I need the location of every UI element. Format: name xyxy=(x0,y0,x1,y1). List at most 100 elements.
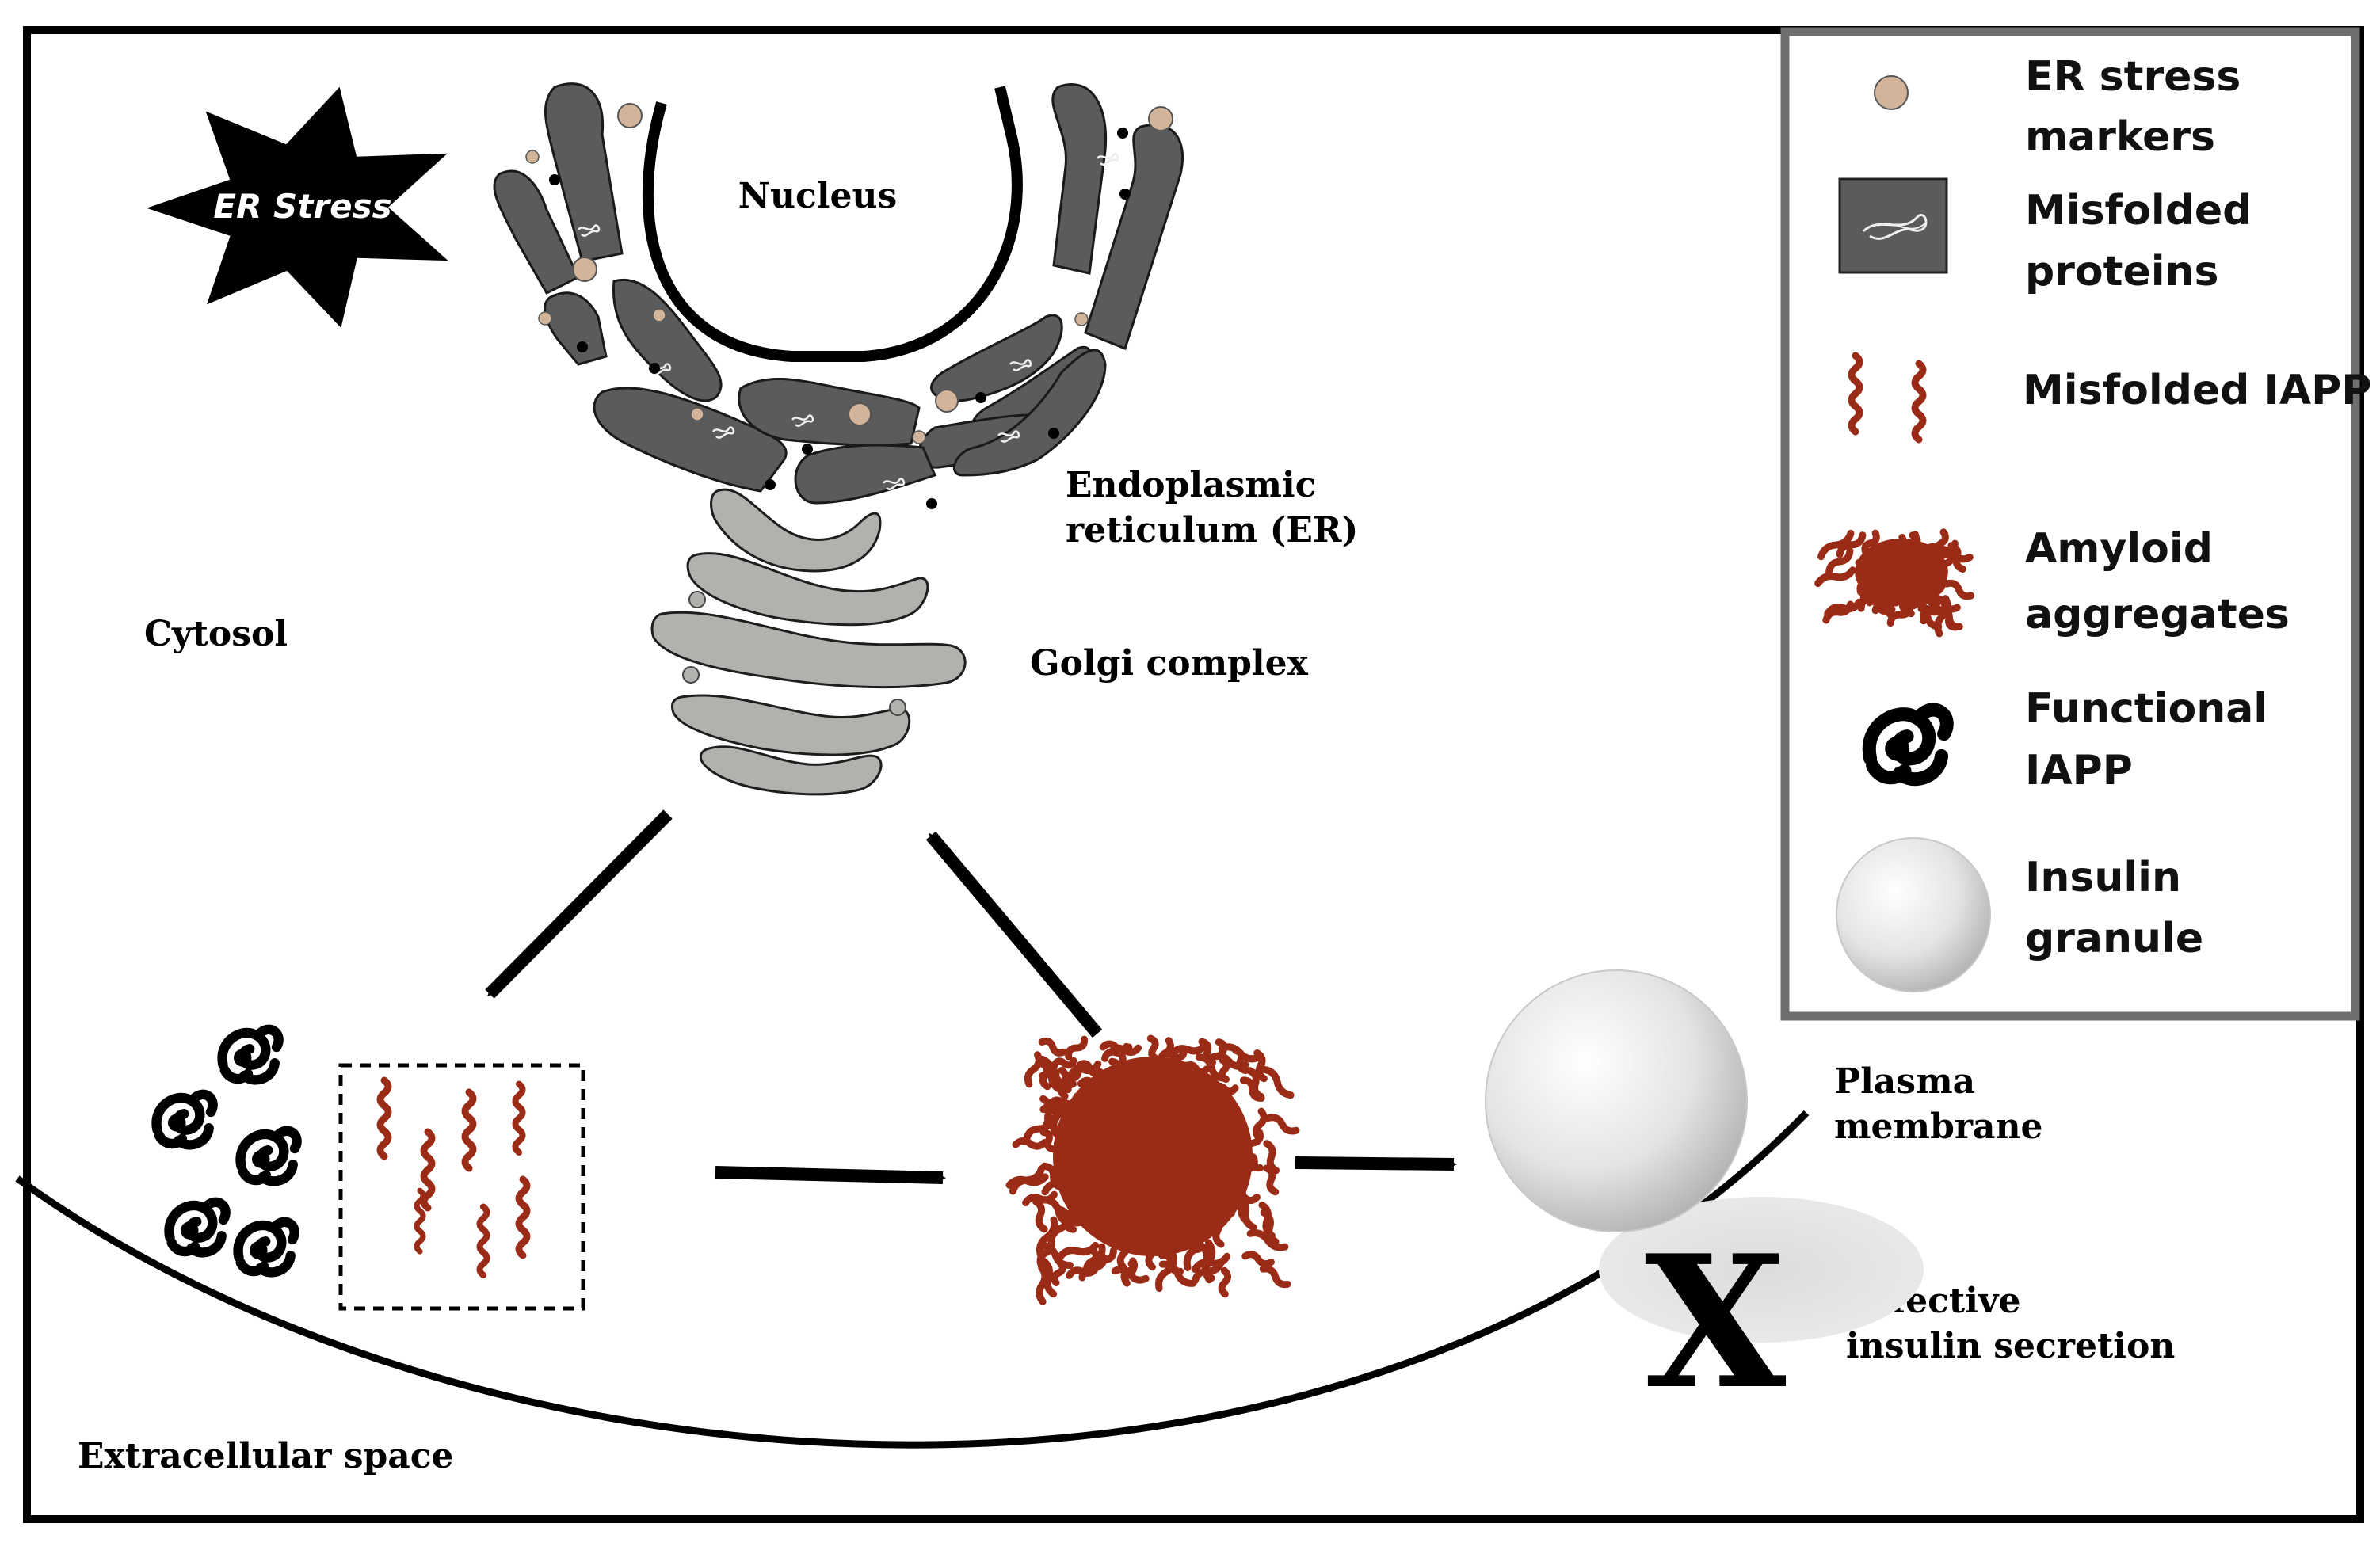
amyloid-fiber-main-fiber-75 xyxy=(1148,1073,1164,1111)
legend-label-functional-2: IAPP xyxy=(2025,747,2133,794)
amyloid-fiber-main-fiber-20 xyxy=(1158,1132,1198,1151)
amyloid-fiber-main-fiber-160 xyxy=(1155,1251,1177,1293)
er-label-line2: reticulum (ER) xyxy=(1066,510,1358,550)
defective-label-line2: insulin secretion xyxy=(1846,1326,2175,1366)
misfolded-iapp-strand-5 xyxy=(417,1190,423,1251)
er-stress-marker-small-1 xyxy=(525,150,540,164)
er-label-line1: Endoplasmic xyxy=(1066,465,1316,505)
amyloid-fiber-main-fiber-79 xyxy=(1246,1229,1289,1251)
black-dot-4 xyxy=(802,444,813,455)
amyloid-fiber-main-fiber-118 xyxy=(1123,1205,1165,1221)
amyloid-fiber-main-fiber-53 xyxy=(1032,1198,1048,1233)
amyloid-fiber-main-fiber-58 xyxy=(1041,1171,1081,1196)
er-stress-marker-small-2 xyxy=(538,311,552,326)
amyloid-fiber-main-fiber-71 xyxy=(1077,1076,1110,1091)
black-dot-9 xyxy=(975,392,986,403)
amyloid-fiber-main-fiber-134 xyxy=(1106,1141,1123,1168)
amyloid-fiber-main-fiber-8 xyxy=(1199,1175,1228,1192)
amyloid-fiber-main-fiber-52 xyxy=(1114,1143,1146,1180)
black-dot-7 xyxy=(1117,128,1128,139)
amyloid-fiber-main-fiber-40 xyxy=(1169,1219,1184,1245)
amyloid-fiber-main-fiber-141 xyxy=(1005,1173,1049,1189)
golgi-cisterna-3 xyxy=(650,611,967,689)
amyloid-fiber-main-fiber-142 xyxy=(1065,1035,1089,1061)
er-stress-label: ER Stress xyxy=(213,187,391,226)
amyloid-fiber-main-fiber-77 xyxy=(1121,1260,1138,1287)
amyloid-fiber-main-fiber-21 xyxy=(1211,1082,1239,1095)
secretion-shadow xyxy=(1599,1197,1924,1343)
amyloid-fiber-legend-fiber-30 xyxy=(1859,586,1896,613)
legend-label-functional-1: Functional xyxy=(2025,685,2267,733)
amyloid-fiber-legend-fiber-2 xyxy=(1836,531,1867,558)
amyloid-fiber-main-fiber-159 xyxy=(1041,1196,1076,1227)
er-misfolded-squiggle-8 xyxy=(1097,153,1119,166)
black-dot-1 xyxy=(549,174,560,185)
amyloid-fiber-legend-fiber-27 xyxy=(1893,573,1917,593)
amyloid-fiber-main-fiber-104 xyxy=(1154,1162,1180,1194)
legend-label-er-stress-2: markers xyxy=(2025,113,2215,161)
black-dot-10 xyxy=(1048,428,1059,439)
amyloid-fiber-main-fiber-73 xyxy=(1146,1034,1161,1063)
amyloid-fiber-main-fiber-105 xyxy=(1039,1129,1058,1153)
legend-label-misfolded-iapp: Misfolded IAPP xyxy=(2023,367,2371,414)
legend-label-amyloid-1: Amyloid xyxy=(2025,525,2213,573)
amyloid-fiber-main-fiber-146 xyxy=(1167,1045,1188,1071)
amyloid-fiber-main-fiber-97 xyxy=(1243,1129,1264,1157)
amyloid-fiber-main-fiber-76 xyxy=(1108,1044,1142,1057)
legend-label-insulin-1: Insulin xyxy=(2025,854,2181,901)
golgi-complex xyxy=(650,488,967,796)
misfolded-iapp-box xyxy=(338,1063,585,1311)
legend-label-misfolded-2: proteins xyxy=(2025,248,2219,295)
er-stress-marker-2 xyxy=(1148,106,1173,131)
amyloid-fiber-main-fiber-24 xyxy=(1036,1264,1049,1305)
amyloid-aggregate-icon xyxy=(1814,528,1975,638)
amyloid-fiber-main-fiber-99 xyxy=(1260,1209,1280,1246)
golgi-cisterna-5 xyxy=(699,745,883,796)
amyloid-fiber-main-fiber-41 xyxy=(1240,1153,1258,1185)
extracellular-label: Extracellular space xyxy=(78,1436,454,1476)
amyloid-fiber-legend-fiber-32 xyxy=(1825,547,1854,577)
legend-label-misfolded-1: Misfolded xyxy=(2025,187,2252,234)
er-stress-marker-icon xyxy=(1874,75,1909,110)
amyloid-fiber-main-fiber-109 xyxy=(1218,1043,1262,1063)
black-dot-6 xyxy=(926,498,937,509)
er-segment-12 xyxy=(794,444,937,505)
amyloid-fiber-main-fiber-33 xyxy=(1038,1037,1067,1057)
endoplasmic-reticulum xyxy=(493,82,1184,505)
amyloid-fiber-legend-fiber-25 xyxy=(1861,529,1880,557)
amyloid-fiber-legend-fiber-47 xyxy=(1856,566,1878,596)
black-dot-2 xyxy=(577,341,588,352)
misfolded-protein-icon xyxy=(1838,177,1948,274)
insulin-granule-icon xyxy=(1836,837,1991,992)
insulin-granule xyxy=(1485,969,1748,1232)
er-stress-markers xyxy=(525,103,1173,509)
arrow-golgi-to-secretion xyxy=(485,809,673,999)
er-stress-marker-small-4 xyxy=(690,407,704,421)
amyloid-fiber-main-fiber-74 xyxy=(1133,1095,1164,1119)
amyloid-fiber-main-fiber-121 xyxy=(1056,1241,1100,1261)
amyloid-fiber-main-fiber-12 xyxy=(1125,1126,1150,1148)
misfolded-iapp-strand-1 xyxy=(380,1080,388,1156)
amyloid-fiber-main-fiber-127 xyxy=(1253,1049,1268,1083)
amyloid-fiber-main-fiber-49 xyxy=(1145,1116,1169,1138)
amyloid-fiber-main-fiber-122 xyxy=(1065,1096,1101,1127)
amyloid-fiber-main-fiber-148 xyxy=(1066,1167,1098,1184)
amyloid-fiber-legend-fiber-21 xyxy=(1814,566,1856,588)
er-segment-13 xyxy=(952,349,1107,477)
misfolded-iapp-strand-6 xyxy=(480,1207,487,1275)
amyloid-fiber-legend-fiber-46 xyxy=(1897,531,1920,573)
amyloid-fiber-main-fiber-135 xyxy=(1234,1148,1264,1172)
amyloid-fiber-main-fiber-152 xyxy=(1158,1260,1197,1287)
misfolded-iapp-strand-4 xyxy=(516,1084,523,1152)
black-dot-3 xyxy=(649,363,660,374)
amyloid-fiber-main-fiber-124 xyxy=(1147,1215,1161,1247)
er-segment-8 xyxy=(738,377,921,447)
amyloid-fiber-main-fiber-155 xyxy=(1215,1038,1231,1065)
er-misfolded-squiggle-6 xyxy=(997,430,1020,443)
golgi-vesicle-2 xyxy=(682,666,700,684)
amyloid-fiber-main-fiber-107 xyxy=(1166,1080,1203,1109)
amyloid-fiber-main-fiber-1 xyxy=(1241,1251,1275,1268)
golgi-label: Golgi complex xyxy=(1030,643,1309,684)
er-segment-5 xyxy=(544,291,608,366)
